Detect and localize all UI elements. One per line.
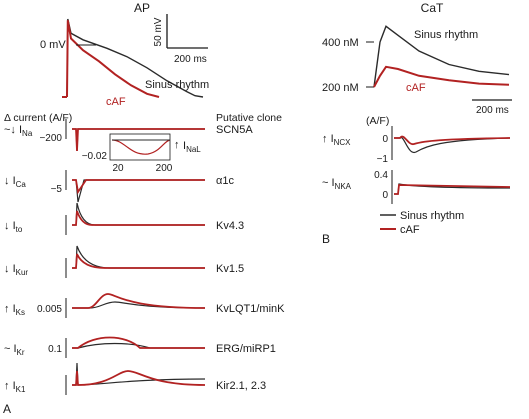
cat-caf-label: cAF bbox=[406, 82, 426, 94]
current-caf-trace-kr bbox=[72, 336, 205, 349]
b-caf-trace-nka bbox=[394, 184, 511, 195]
current-sinus-trace-kur bbox=[72, 245, 205, 269]
current-rows-b: ↑ INCX 0 −1 ~ INKA 0.4 0 bbox=[322, 126, 511, 204]
cat-scale-label: 200 ms bbox=[476, 105, 509, 116]
current-sinus-trace-to bbox=[72, 202, 205, 226]
putative-clone-header: Putative clone bbox=[216, 112, 282, 124]
clone-label-ca: α1c bbox=[216, 175, 234, 187]
legend: Sinus rhythm cAF bbox=[380, 210, 464, 236]
current-caf-trace-na bbox=[72, 128, 205, 152]
b-tick-nka-0: 0.4 bbox=[374, 170, 388, 181]
inset-xtick-200: 200 bbox=[156, 163, 173, 174]
b-tick-ncx-1: −1 bbox=[377, 154, 389, 165]
inset-arrow: ↑ bbox=[174, 139, 180, 151]
clone-label-k1: Kir2.1, 2.3 bbox=[216, 380, 266, 392]
ap-sinus-label: Sinus rhythm bbox=[145, 79, 209, 91]
delta-current-label: Δ current (A/F) bbox=[4, 112, 72, 124]
current-row-na: ~↓ INa −200 SCN5A bbox=[4, 119, 253, 152]
ap-scale-t-label: 200 ms bbox=[174, 54, 207, 65]
current-label-na: ~↓ INa bbox=[4, 124, 33, 138]
b-tick-nka-1: 0 bbox=[382, 190, 388, 201]
current-tick-kr: 0.1 bbox=[48, 344, 62, 355]
inset-caf-trace bbox=[111, 139, 171, 155]
clone-label-kr: ERG/miRP1 bbox=[216, 343, 276, 355]
current-label-to: ↓ Ito bbox=[4, 220, 23, 234]
ap-caf-trace bbox=[66, 20, 160, 98]
current-caf-trace-kur bbox=[72, 253, 205, 269]
cat-sinus-label: Sinus rhythm bbox=[414, 29, 478, 41]
cat-plot bbox=[373, 25, 510, 88]
inset-current-label: INaL bbox=[183, 140, 201, 154]
cat-sinus-trace bbox=[373, 25, 510, 88]
cat-y-low: 200 nM bbox=[322, 82, 359, 94]
clone-label-na: SCN5A bbox=[216, 124, 253, 136]
zero-mv-label: 0 mV bbox=[40, 39, 66, 51]
current-rows-a: ~↓ INa −200 SCN5A ↓ ICa −5 α1c ↓ Ito Kv4.3 ↓ IKu… bbox=[4, 119, 285, 395]
current-sinus-trace-ca bbox=[72, 179, 205, 203]
current-caf-trace-k1 bbox=[72, 370, 206, 386]
current-tick-ca: −5 bbox=[51, 184, 63, 195]
inset-ytick: −0.02 bbox=[82, 151, 108, 162]
b-sinus-trace-ncx bbox=[394, 137, 511, 153]
current-row-kr: ~ IKr 0.1 ERG/miRP1 bbox=[4, 336, 276, 358]
inal-inset: −0.02 20 200 ↑ INaL bbox=[82, 133, 201, 174]
current-label-kr: ~ IKr bbox=[4, 343, 25, 357]
b-caf-trace-ncx bbox=[394, 135, 511, 145]
current-caf-trace-ks bbox=[72, 293, 206, 309]
current-label-ca: ↓ ICa bbox=[4, 175, 26, 189]
clone-label-ks: KvLQT1/minK bbox=[216, 303, 285, 315]
cat-y-high: 400 nM bbox=[322, 37, 359, 49]
current-label-ks: ↑ IKs bbox=[4, 303, 25, 317]
clone-label-kur: Kv1.5 bbox=[216, 263, 244, 275]
af-unit-label: (A/F) bbox=[366, 115, 389, 127]
current-label-k1: ↑ IK1 bbox=[4, 380, 26, 394]
ap-scale-v-label: 50 mV bbox=[153, 17, 164, 46]
b-current-row-nka: ~ INKA 0.4 0 bbox=[322, 170, 511, 204]
b-tick-ncx-0: 0 bbox=[382, 134, 388, 145]
panel-letter-b: B bbox=[322, 232, 330, 246]
ap-caf-label: cAF bbox=[106, 96, 126, 108]
clone-label-to: Kv4.3 bbox=[216, 220, 244, 232]
current-row-ca: ↓ ICa −5 α1c bbox=[4, 170, 234, 203]
inset-frame bbox=[109, 133, 171, 161]
current-row-to: ↓ Ito Kv4.3 bbox=[4, 202, 244, 235]
ap-plot bbox=[62, 18, 204, 98]
current-row-k1: ↑ IK1 Kir2.1, 2.3 bbox=[4, 362, 266, 395]
cat-caf-trace bbox=[373, 65, 510, 88]
current-tick-na: −200 bbox=[39, 133, 62, 144]
current-caf-trace-to bbox=[72, 210, 205, 226]
b-current-label-nka: ~ INKA bbox=[322, 177, 352, 191]
ap-title: AP bbox=[134, 1, 150, 15]
inset-xtick-20: 20 bbox=[112, 163, 124, 174]
current-tick-ks: 0.005 bbox=[37, 304, 62, 315]
current-row-kur: ↓ IKur Kv1.5 bbox=[4, 245, 244, 278]
legend-caf-label: cAF bbox=[400, 224, 420, 236]
current-row-ks: ↑ IKs 0.005 KvLQT1/minK bbox=[4, 293, 285, 318]
current-label-kur: ↓ IKur bbox=[4, 263, 28, 277]
b-current-label-ncx: ↑ INCX bbox=[322, 133, 351, 147]
b-current-row-ncx: ↑ INCX 0 −1 bbox=[322, 126, 511, 165]
cat-title: CaT bbox=[421, 1, 444, 15]
panel-letter-a: A bbox=[3, 402, 11, 416]
legend-sinus-label: Sinus rhythm bbox=[400, 210, 464, 222]
current-caf-trace-ca bbox=[72, 179, 205, 195]
